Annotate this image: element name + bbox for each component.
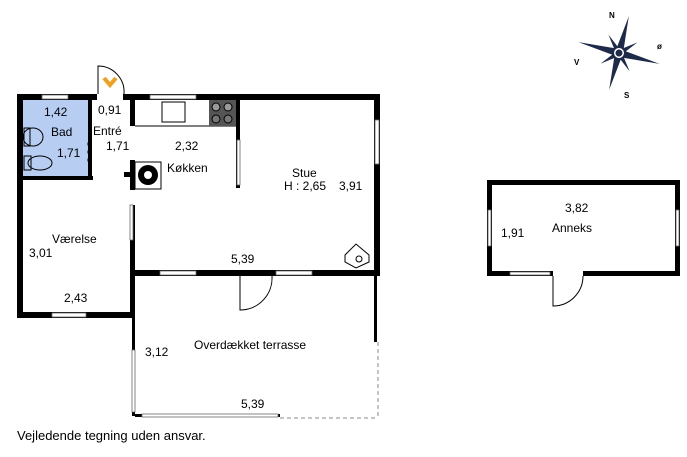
vaerelse-depth: 3,01	[29, 246, 53, 260]
compass-east: ø	[657, 42, 662, 51]
stove-heater-icon	[344, 243, 370, 269]
bad-label: Bad	[51, 125, 72, 139]
room-labels: 1,42 Bad 1,71 0,91 Entré 1,71 2,32 Køkke…	[29, 103, 592, 411]
compass-south: S	[624, 91, 630, 100]
compass-rose-icon	[578, 16, 660, 90]
vaerelse-label: Værelse	[52, 232, 97, 246]
bad-depth: 1,71	[57, 146, 81, 160]
vaerelse-width: 2,43	[64, 291, 88, 305]
annex	[487, 180, 680, 307]
sink-icon	[161, 101, 186, 123]
kitchen-fixtures	[134, 100, 370, 269]
terrasse-width: 5,39	[241, 397, 265, 411]
entre-depth: 1,71	[106, 139, 130, 153]
anneks-label: Anneks	[552, 221, 592, 235]
kokken-label: Køkken	[167, 161, 208, 175]
bath-fixtures	[22, 127, 91, 171]
kokken-width: 2,32	[175, 139, 199, 153]
entre-label: Entré	[93, 124, 122, 138]
entre-width: 0,91	[98, 103, 122, 117]
compass-west: V	[574, 58, 580, 67]
windows	[41, 94, 380, 318]
stue-label: Stue	[292, 166, 317, 180]
terrasse-label: Overdækket terrasse	[194, 338, 306, 352]
bath-area	[23, 100, 88, 176]
stue-depth: 3,91	[339, 179, 363, 193]
compass-north: N	[609, 11, 615, 20]
anneks-depth: 1,91	[501, 226, 525, 240]
terrace	[131, 276, 379, 419]
stue-height: H : 2,65	[284, 179, 326, 193]
bad-width: 1,42	[44, 105, 68, 119]
disclaimer-text: Vejledende tegning uden ansvar.	[17, 428, 206, 443]
entry-arrow-icon	[102, 76, 118, 89]
terrasse-depth: 3,12	[145, 345, 169, 359]
terrace-door	[239, 275, 273, 311]
anneks-width: 3,82	[565, 201, 589, 215]
entry-door	[97, 65, 125, 95]
stue-width: 5,39	[231, 252, 255, 266]
